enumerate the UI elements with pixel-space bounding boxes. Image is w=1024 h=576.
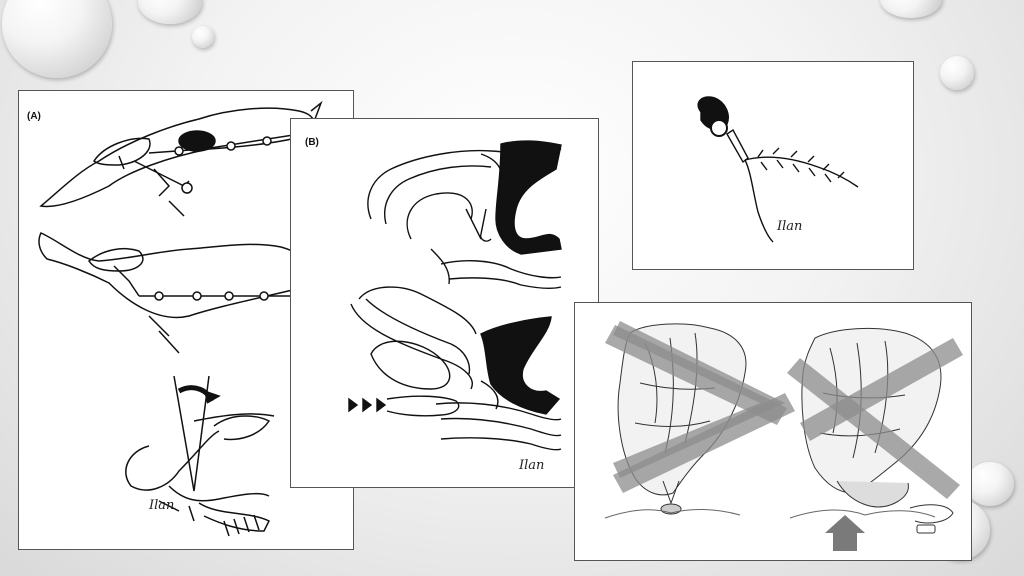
water-drop-decoration — [940, 56, 974, 90]
panel-a-signature: Ilan — [148, 498, 174, 513]
figure-panel-b: (B) Ilan — [290, 118, 599, 488]
panel-d-illustration — [604, 321, 963, 551]
panel-c-illustration: Ilan — [697, 96, 859, 243]
water-drop-decoration — [966, 462, 1014, 506]
water-drop-decoration — [2, 0, 112, 78]
panel-b-label: (B) — [305, 137, 319, 148]
figure-panel-d — [574, 302, 972, 561]
water-drop-decoration — [880, 0, 942, 18]
figure-panel-c: Ilan — [632, 61, 914, 270]
panel-b-illustration: Ilan — [348, 140, 562, 473]
panel-b-signature: Ilan — [518, 458, 544, 473]
panel-c-signature: Ilan — [776, 219, 802, 234]
water-drop-decoration — [192, 26, 214, 48]
panel-a-label: (A) — [27, 111, 41, 122]
water-drop-decoration — [138, 0, 202, 24]
